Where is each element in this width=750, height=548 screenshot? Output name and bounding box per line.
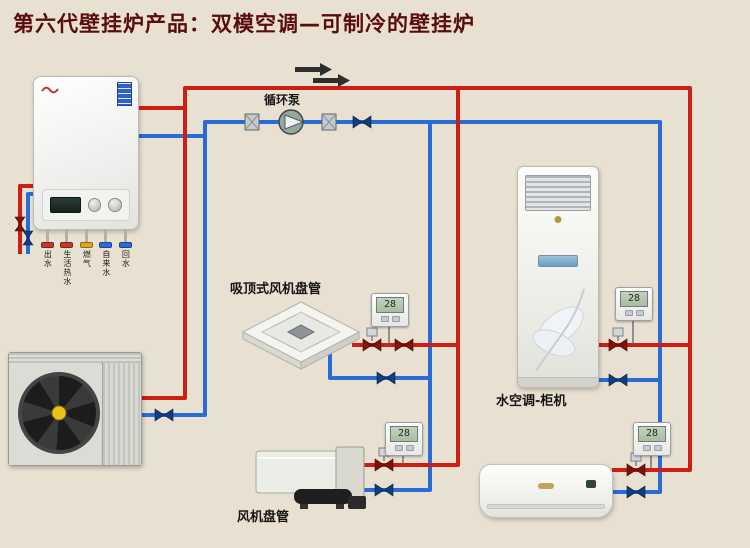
boiler-display [50, 197, 81, 213]
thermostat-button [394, 445, 403, 451]
thermostat-screen: 28 [390, 426, 418, 442]
fan-icon [18, 372, 100, 454]
boiler-port: 回水 [118, 229, 132, 286]
thermostat-buttons [386, 445, 422, 451]
circulation-pump-assembly [244, 109, 337, 135]
page-title: 第六代壁挂炉产品：双模空调—可制冷的壁挂炉 [13, 12, 475, 36]
boiler-port: 燃气 [79, 229, 93, 286]
thermostat-button [391, 316, 400, 322]
wall-split-flap [487, 504, 605, 509]
cabinet-base [518, 377, 598, 387]
cabinet-grille [525, 175, 591, 211]
cassette-fan-coil-unit [241, 301, 361, 370]
wall-split-logo [538, 483, 554, 489]
boiler-port: 出水 [40, 229, 54, 286]
boiler-ports: 出水 生活热水 燃气 自来水 回水 [40, 229, 132, 286]
valve-actuator [612, 327, 624, 341]
wall-split-display [586, 480, 596, 488]
ducted-fan-coil-unit [255, 446, 366, 509]
valve-icon [362, 338, 382, 352]
thermostat-button [653, 445, 662, 451]
valve-icon [608, 373, 628, 387]
thermostat-buttons [634, 445, 670, 451]
energy-label-sticker [117, 82, 132, 106]
pump-label: 循环泵 [264, 93, 301, 107]
thermostat-button [635, 310, 644, 316]
heat-pump-fan-panel [9, 363, 101, 465]
flow-direction-arrows [295, 63, 350, 87]
thermostat-screen: 28 [638, 426, 666, 442]
thermostat-cassette: 28 [371, 293, 409, 327]
thermostat-button [380, 316, 389, 322]
port-label: 回水 [121, 250, 131, 268]
boiler-knob [108, 198, 123, 212]
boiler-port: 生活热水 [60, 229, 74, 286]
heat-pump-coil-fins [102, 363, 141, 465]
wall-split-air-conditioner [479, 464, 613, 518]
valve-actuator [366, 327, 378, 341]
valve-icon [14, 216, 26, 232]
valve-icon [154, 408, 174, 422]
thermostat-wall: 28 [633, 422, 671, 456]
valve-icon [394, 338, 414, 352]
valve-icon [626, 463, 646, 477]
boiler-knob [87, 198, 102, 212]
valves [14, 115, 646, 499]
port-label: 燃气 [82, 250, 92, 268]
port-label: 生活热水 [62, 250, 72, 286]
arrow-right-icon [313, 74, 350, 87]
cassette-label: 吸顶式风机盘管 [230, 282, 322, 297]
cassette-vent [286, 324, 316, 340]
port-label: 出水 [43, 250, 53, 268]
wall-hung-boiler [33, 76, 139, 230]
thermostat-buttons [616, 310, 652, 316]
thermostat-button [624, 310, 633, 316]
cold-return-pipes [26, 120, 662, 494]
arrow-right-icon [295, 63, 332, 76]
heat-pump-outdoor-unit [8, 352, 142, 466]
valve-icon [608, 338, 628, 352]
thermostat-cabinet: 28 [615, 287, 653, 321]
port-label: 自来水 [101, 250, 111, 277]
cabinet-emblem [554, 216, 562, 223]
boiler-port: 自来水 [99, 229, 113, 286]
thermostat-button [642, 445, 651, 451]
thermostat-buttons [372, 316, 408, 322]
thermostat-screen: 28 [376, 297, 404, 313]
valve-icon [352, 115, 372, 129]
valve-icon [374, 483, 394, 497]
ducted-label: 风机盘管 [237, 510, 290, 525]
thermostat-screen: 28 [620, 291, 648, 307]
valve-icon [22, 230, 34, 246]
cabinet-air-conditioner [517, 166, 599, 388]
thermostat-ducted: 28 [385, 422, 423, 456]
valve-icon [376, 371, 396, 385]
valve-icon [626, 485, 646, 499]
cabinet-display [538, 255, 578, 267]
cabinet-label: 水空调-柜机 [496, 394, 567, 409]
fan-hub [51, 405, 67, 421]
valve-icon [374, 458, 394, 472]
boiler-control-panel [42, 189, 130, 221]
thermostat-button [405, 445, 414, 451]
